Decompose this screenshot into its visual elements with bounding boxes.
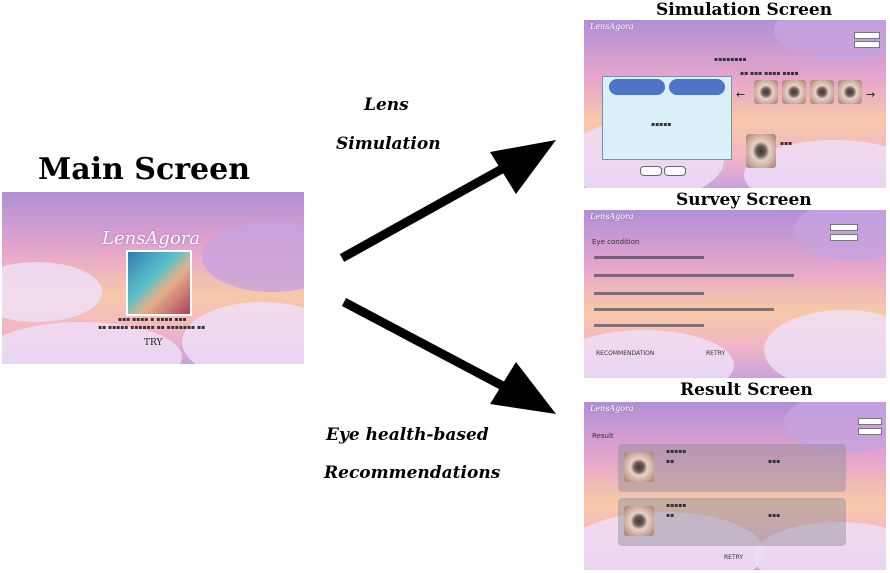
- lens-label: Lens: [364, 95, 409, 115]
- survey-question-4[interactable]: [594, 308, 774, 311]
- survey-screen-panel: LensAgora Eye condition RECOMMENDATION R…: [584, 210, 886, 378]
- simulation-label: Simulation: [336, 134, 441, 154]
- lens-swatch-3[interactable]: [810, 80, 834, 104]
- recommendation-button[interactable]: RECOMMENDATION: [596, 350, 655, 357]
- main-caption-2: ▪▪ ▪▪▪▪▪ ▪▪▪▪▪▪ ▪▪ ▪▪▪▪▪▪▪ ▪▪: [98, 324, 206, 331]
- result-top-button-1[interactable]: [858, 418, 882, 425]
- sim-caption: ▪▪▪▪▪▪▪▪: [714, 56, 747, 63]
- recommendations-label: Recommendations: [324, 463, 501, 483]
- sim-bottom-button-1[interactable]: [640, 166, 662, 176]
- survey-question-1[interactable]: [594, 256, 704, 259]
- sim-top-button-1[interactable]: [854, 32, 880, 39]
- survey-top-button-2[interactable]: [830, 234, 858, 241]
- result-screen-label: Result Screen: [680, 380, 813, 400]
- main-logo: LensAgora: [102, 228, 201, 249]
- simulation-logo: LensAgora: [590, 22, 634, 31]
- result-card-1-info-a: ▪▪▪▪▪: [666, 448, 687, 455]
- result-screen-panel: LensAgora Result ▪▪▪▪▪ ▪▪ ▪▪▪ ▪▪▪▪▪ ▪▪ ▪…: [584, 402, 886, 570]
- eye-health-label: Eye health-based: [326, 425, 489, 445]
- selected-lens-image: [746, 134, 776, 168]
- result-card-1-info-b: ▪▪: [666, 458, 675, 465]
- simulation-screen-panel: LensAgora ▪▪▪▪▪▪▪▪ ▪▪ ▪▪▪ ▪▪▪▪ ▪▪▪▪ ▪▪▪▪…: [584, 20, 886, 188]
- arrow-to-result: [341, 298, 556, 414]
- result-card-2-info-b: ▪▪: [666, 512, 675, 519]
- result-card-2[interactable]: ▪▪▪▪▪ ▪▪ ▪▪▪: [618, 498, 846, 546]
- result-lens-image-1: [624, 452, 654, 482]
- survey-logo: LensAgora: [590, 212, 634, 221]
- sim-bottom-button-2[interactable]: [664, 166, 686, 176]
- main-screen-label: Main Screen: [38, 152, 251, 187]
- result-heading: Result: [592, 432, 614, 440]
- result-retry-button[interactable]: RETRY: [724, 554, 744, 561]
- avatar-illustration: [126, 250, 192, 316]
- lens-swatch-2[interactable]: [782, 80, 806, 104]
- sim-blue-button-1[interactable]: [609, 79, 665, 95]
- left-nav-icon[interactable]: ←: [736, 88, 746, 101]
- simulation-screen-label: Simulation Screen: [656, 0, 833, 20]
- survey-top-button-1[interactable]: [830, 224, 858, 231]
- arrow-to-simulation: [339, 140, 556, 262]
- result-card-1[interactable]: ▪▪▪▪▪ ▪▪ ▪▪▪: [618, 444, 846, 492]
- lens-swatch-1[interactable]: [754, 80, 778, 104]
- result-card-2-info-a: ▪▪▪▪▪: [666, 502, 687, 509]
- main-caption-1: ▪▪▪ ▪▪▪▪ ▪ ▪▪▪▪ ▪▪▪: [118, 316, 187, 323]
- main-screen-panel: LensAgora ▪▪▪ ▪▪▪▪ ▪ ▪▪▪▪ ▪▪▪ ▪▪ ▪▪▪▪▪ ▪…: [2, 192, 304, 364]
- survey-screen-label: Survey Screen: [676, 190, 812, 210]
- sim-blue-button-2[interactable]: [669, 79, 725, 95]
- lens-info: ▪▪▪: [780, 140, 793, 147]
- camera-view: ▪▪▪▪▪: [602, 76, 732, 160]
- survey-question-5[interactable]: [594, 324, 704, 327]
- lens-swatch-4[interactable]: [838, 80, 862, 104]
- camera-caption: ▪▪▪▪▪: [651, 121, 672, 128]
- survey-heading: Eye condition: [592, 238, 640, 246]
- survey-retry-button[interactable]: RETRY: [706, 350, 726, 357]
- try-button[interactable]: TRY: [144, 338, 163, 348]
- survey-question-2[interactable]: [594, 274, 794, 277]
- sim-top-button-2[interactable]: [854, 41, 880, 48]
- result-logo: LensAgora: [590, 404, 634, 413]
- result-card-1-info-c: ▪▪▪: [768, 458, 781, 465]
- result-lens-image-2: [624, 506, 654, 536]
- result-top-button-2[interactable]: [858, 428, 882, 435]
- survey-question-3[interactable]: [594, 292, 704, 295]
- right-nav-icon[interactable]: →: [866, 88, 876, 101]
- sim-caption-2: ▪▪ ▪▪▪ ▪▪▪▪ ▪▪▪▪: [740, 70, 799, 77]
- result-card-2-info-c: ▪▪▪: [768, 512, 781, 519]
